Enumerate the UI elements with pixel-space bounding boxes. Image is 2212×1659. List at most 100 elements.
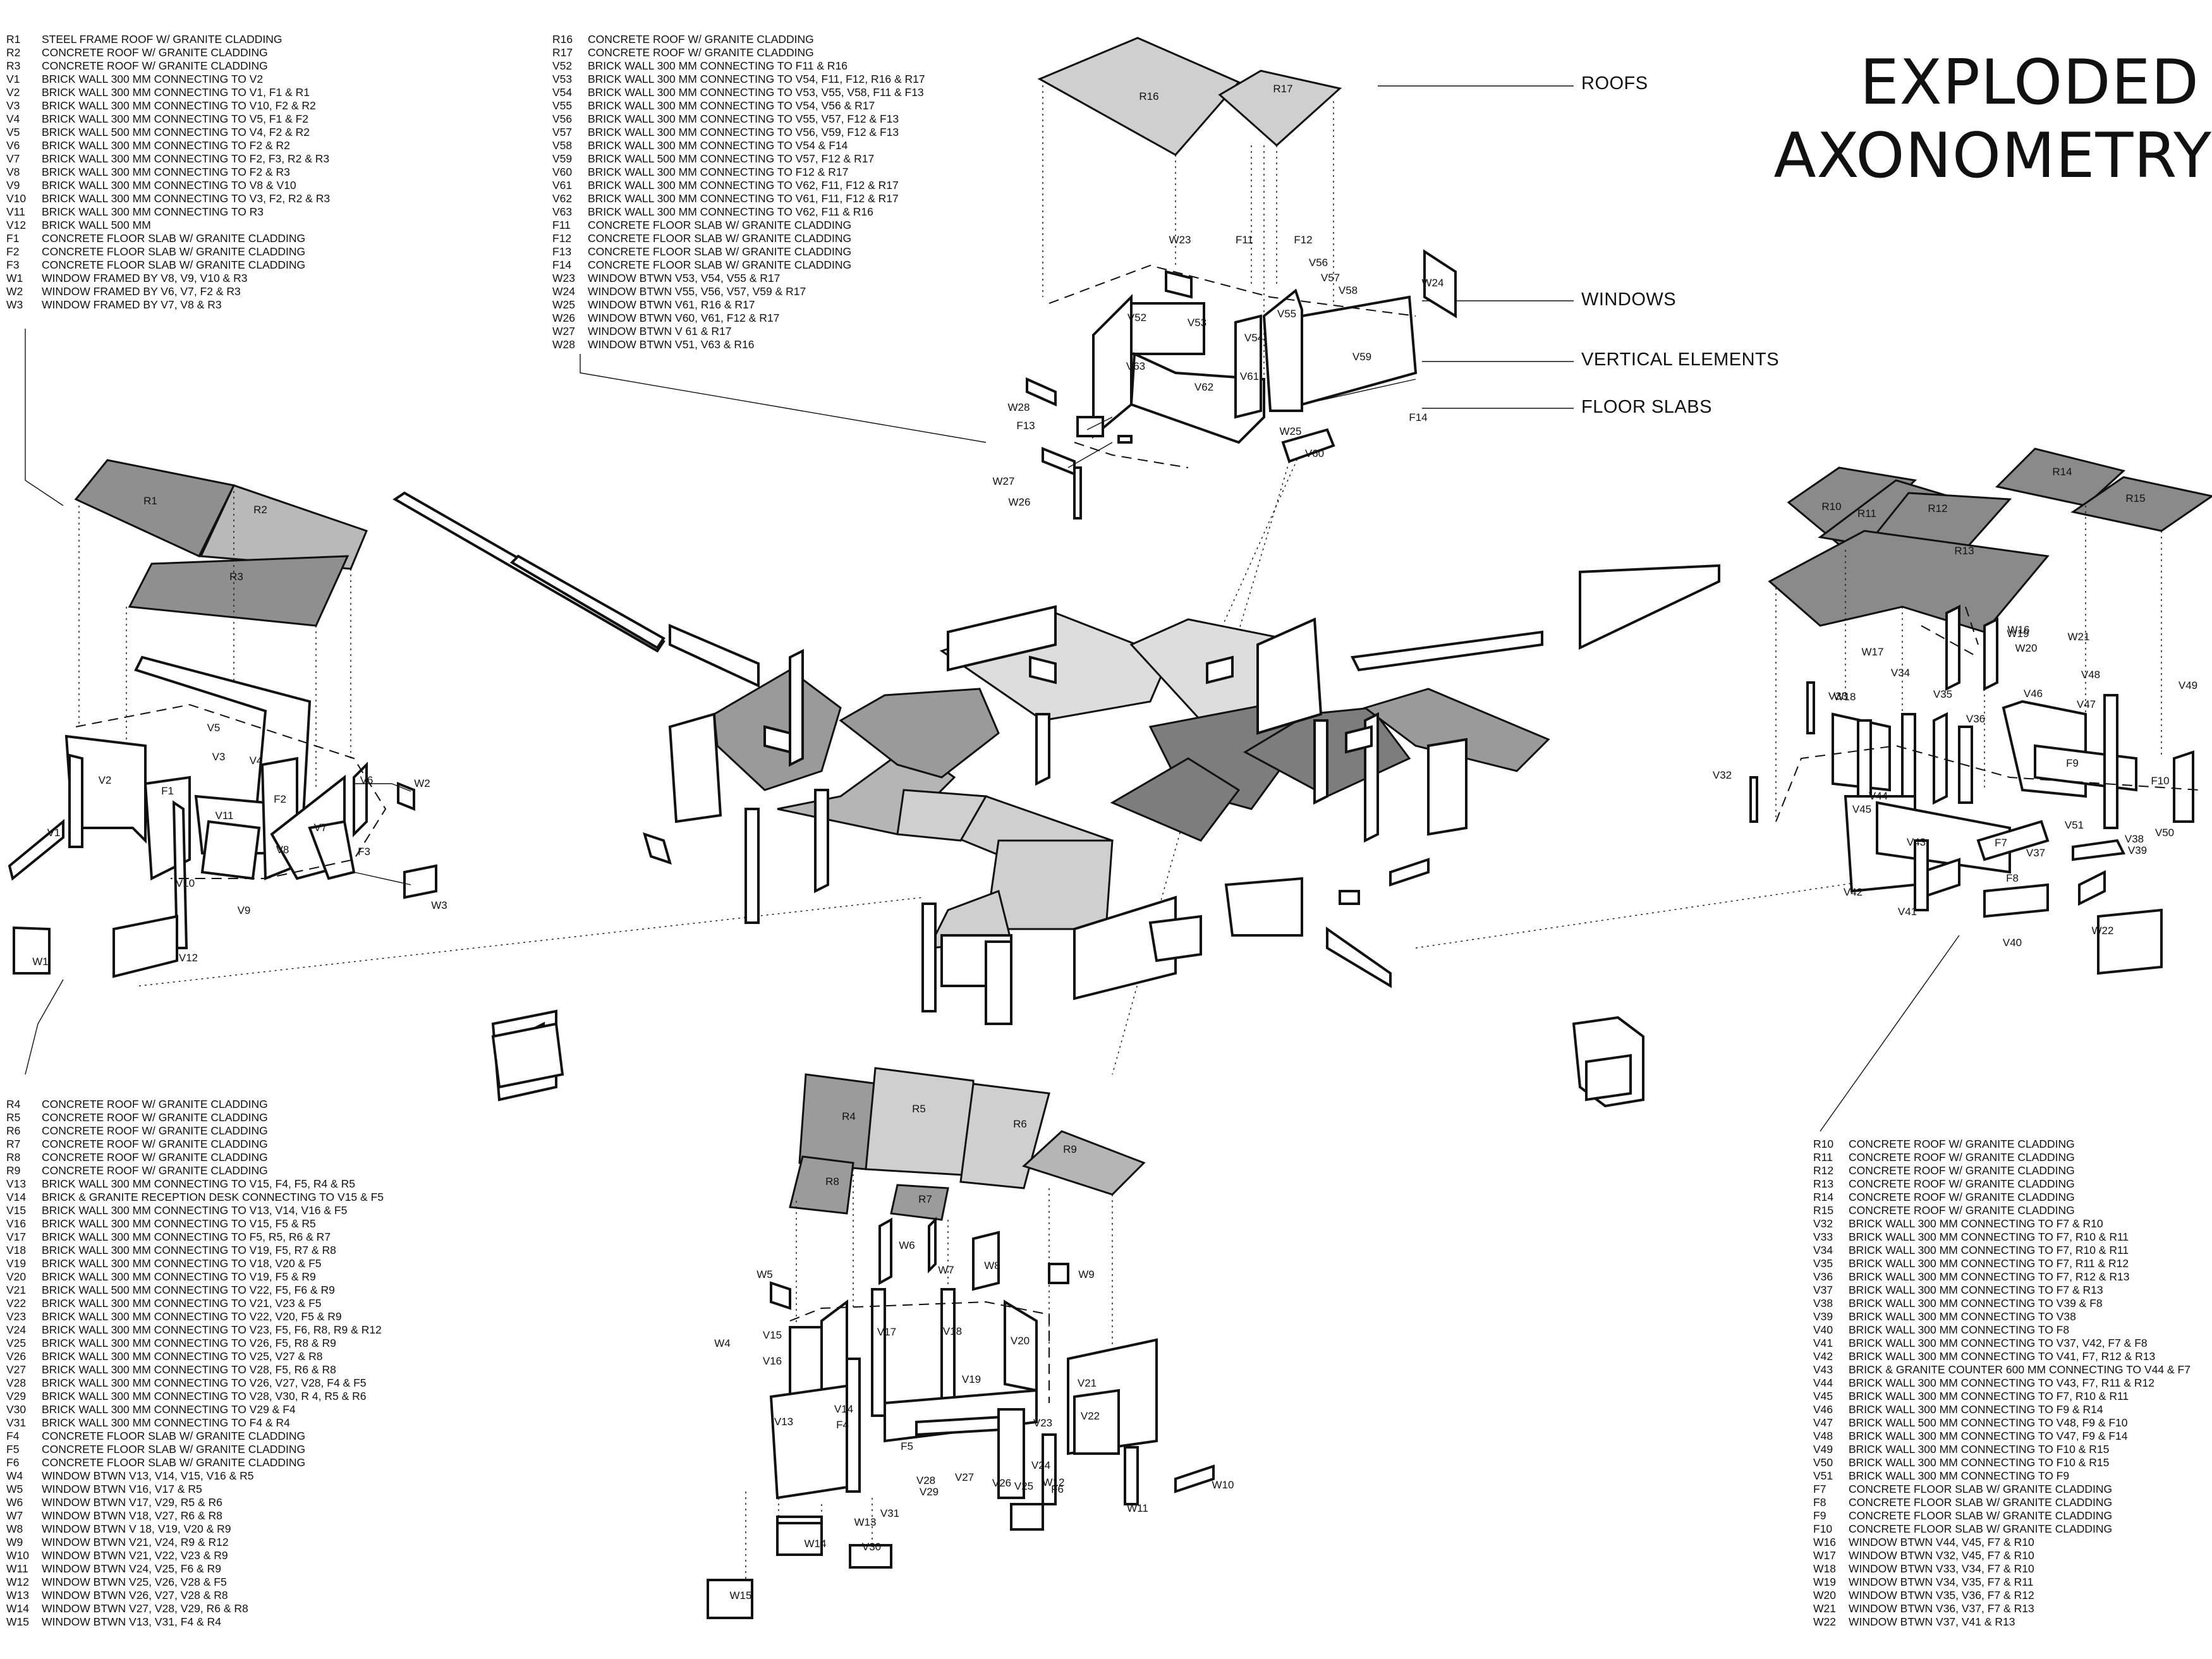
element-tag: V63 — [1126, 360, 1145, 372]
element-tag: R2 — [253, 504, 267, 516]
legend-description: CONCRETE ROOF W/ GRANITE CLADDING — [42, 1111, 268, 1124]
legend-code: V39 — [1813, 1310, 1833, 1323]
element-tag: V28 — [916, 1474, 935, 1486]
legend-description: CONCRETE FLOOR SLAB W/ GRANITE CLADDING — [1849, 1483, 2113, 1495]
element-tag: V1 — [47, 827, 61, 839]
element-tag: V22 — [1081, 1410, 1100, 1422]
legend-code: W14 — [6, 1602, 29, 1615]
legend-code: V27 — [6, 1363, 27, 1376]
legend-code: V14 — [6, 1191, 27, 1203]
element-tag: V25 — [1014, 1480, 1033, 1492]
legend-code: V30 — [6, 1403, 27, 1416]
element-tag: V18 — [943, 1325, 962, 1337]
element-tag: F9 — [2066, 757, 2079, 769]
legend-code: W20 — [1813, 1589, 1836, 1601]
roof-r4 — [789, 1155, 854, 1215]
legend-description: WINDOW BTWN V21, V22, V23 & R9 — [42, 1549, 228, 1562]
legend-code: V28 — [6, 1376, 27, 1389]
element-tag: V9 — [238, 904, 251, 916]
element-tag: R1 — [143, 495, 157, 507]
legend-description: BRICK & GRANITE COUNTER 600 MM CONNECTIN… — [1849, 1363, 2191, 1376]
element-tag: W17 — [1862, 646, 1884, 658]
legend-code: V54 — [552, 86, 573, 99]
category-vertical-elements: VERTICAL ELEMENTS — [1581, 349, 1780, 370]
element-tag: R11 — [1857, 507, 1876, 520]
legend-code: V11 — [6, 205, 25, 218]
element-tag: V51 — [2065, 819, 2084, 831]
legend-description: CONCRETE ROOF W/ GRANITE CLADDING — [1849, 1151, 2075, 1164]
legend-code: R1 — [6, 33, 21, 46]
legend-description: BRICK WALL 300 MM CONNECTING TO V28, V30… — [42, 1390, 367, 1402]
legend-code: V7 — [6, 152, 20, 165]
legend-code: W5 — [6, 1483, 23, 1495]
cluster-bottom — [707, 1067, 1215, 1619]
legend-code: V51 — [1813, 1469, 1833, 1482]
element-tag: R13 — [1954, 545, 1974, 557]
legend-description: BRICK WALL 300 MM CONNECTING TO V21, V23… — [42, 1297, 322, 1310]
element-tag: V5 — [207, 722, 221, 734]
legend-description: CONCRETE FLOOR SLAB W/ GRANITE CLADDING — [588, 232, 852, 245]
roof-r8 — [959, 1083, 1050, 1189]
legend-code: V46 — [1813, 1403, 1833, 1416]
element-tag: V36 — [1966, 713, 1985, 725]
element-tag: V30 — [862, 1541, 881, 1553]
legend-description: BRICK WALL 300 MM CONNECTING TO V23, F5,… — [42, 1323, 382, 1336]
legend-description: BRICK WALL 300 MM CONNECTING TO V43, F7,… — [1849, 1376, 2154, 1389]
element-tag: W7 — [938, 1264, 954, 1276]
legend-description: WINDOW BTWN V 18, V19, V20 & R9 — [42, 1522, 231, 1535]
legend-code: F13 — [552, 245, 572, 258]
element-tag: F13 — [1016, 420, 1035, 432]
element-tag: V61 — [1240, 370, 1259, 382]
legend-description: WINDOW BTWN V60, V61, F12 & R17 — [588, 312, 780, 324]
element-tag: V47 — [2077, 698, 2096, 710]
element-tag: V58 — [1339, 284, 1358, 296]
element-tag: V50 — [2155, 827, 2174, 839]
legend-description: BRICK WALL 300 MM CONNECTING TO F7, R10 … — [1849, 1390, 2129, 1402]
legend-code: W4 — [6, 1469, 23, 1482]
legend-description: WINDOW BTWN V37, V41 & R13 — [1849, 1615, 2015, 1628]
element-tag: V57 — [1321, 272, 1340, 284]
element-tag: W19 — [2007, 628, 2029, 640]
legend-description: WINDOW BTWN V44, V45, F7 & R10 — [1849, 1536, 2034, 1548]
element-tag: V52 — [1127, 312, 1146, 324]
legend-code: V62 — [552, 192, 573, 205]
element-tag: F3 — [358, 846, 370, 858]
legend-description: BRICK WALL 300 MM CONNECTING TO V3, F2, … — [42, 192, 331, 205]
element-tag: V8 — [276, 844, 289, 856]
legend-description: WINDOW BTWN V33, V34, F7 & R10 — [1849, 1562, 2034, 1575]
legend-code: W13 — [6, 1589, 29, 1601]
legend-description: BRICK WALL 300 MM CONNECTING TO F9 & R14 — [1849, 1403, 2103, 1416]
legend-description: CONCRETE FLOOR SLAB W/ GRANITE CLADDING — [42, 232, 306, 245]
legend-description: CONCRETE ROOF W/ GRANITE CLADDING — [42, 1151, 268, 1164]
element-tag: V10 — [176, 877, 195, 889]
legend-code: V55 — [552, 99, 573, 112]
legend-code: R2 — [6, 46, 21, 59]
element-tag: W10 — [1212, 1479, 1234, 1491]
legend-code: R12 — [1813, 1164, 1834, 1177]
